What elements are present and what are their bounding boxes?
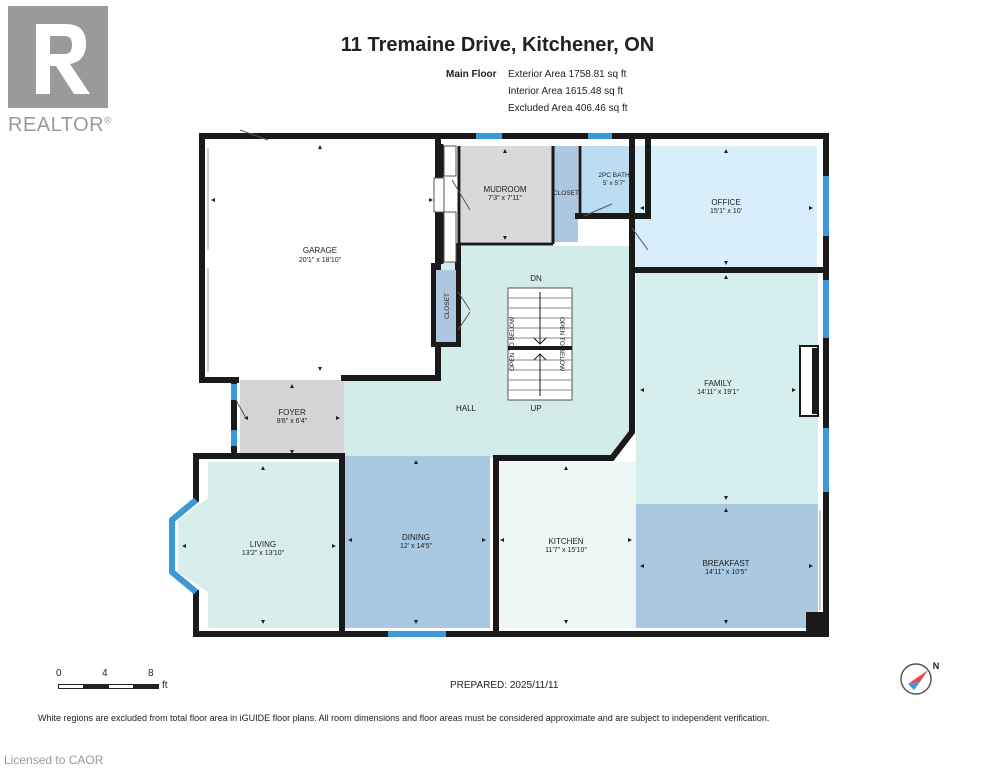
closet-mud-fill (553, 146, 578, 242)
garage-fill (206, 142, 438, 376)
office-label: OFFICE (711, 198, 740, 207)
garage-openings (207, 148, 821, 610)
family-dims: 14'11" x 19'1" (697, 389, 739, 396)
bath-dims: 5' x 5'7" (603, 180, 626, 187)
dining-label: DINING (402, 533, 430, 542)
bath-label: 2PC BATH (598, 172, 630, 179)
disclaimer-text: White regions are excluded from total fl… (38, 713, 770, 723)
family-label: FAMILY (704, 379, 733, 388)
fireplace-core (812, 348, 818, 414)
realtor-r-icon (8, 6, 108, 108)
living-dims: 13'2" x 13'10" (242, 550, 285, 557)
breakfast-fill (636, 504, 818, 628)
foyer-label: FOYER (278, 408, 306, 417)
scale-seg-3 (108, 684, 134, 689)
scale-seg-2 (83, 684, 109, 689)
page-title: 11 Tremaine Drive, Kitchener, ON (340, 34, 655, 56)
excluded-area: Excluded Area 406.46 sq ft (508, 103, 628, 114)
wall-corner-bl (806, 612, 828, 636)
staircase (507, 287, 573, 401)
interior-area: Interior Area 1615.48 sq ft (508, 86, 624, 97)
closet-block-2 (443, 211, 457, 263)
kitchen-label: KITCHEN (548, 537, 583, 546)
realtor-logo-text: REALTOR® (8, 114, 112, 136)
mudroom-fill (461, 146, 553, 242)
doors (235, 129, 649, 419)
breakfast-dims: 14'11" x 10'5" (705, 569, 747, 576)
office-fill (635, 146, 817, 268)
living-fill (178, 462, 340, 628)
licensed-text: Licensed to CAOR (4, 753, 104, 767)
dining-dims: 12' x 14'5" (400, 543, 433, 550)
kitchen-fill (495, 462, 636, 628)
breakfast-label: BREAKFAST (702, 559, 749, 568)
realtor-logo-mark (8, 6, 108, 108)
realtor-logo: REALTOR® (4, 6, 116, 136)
garage-label: GARAGE (303, 246, 337, 255)
mudroom-label: MUDROOM (483, 185, 526, 194)
hall-label: HALL (456, 404, 477, 413)
scale-tick-4: 4 (102, 668, 108, 679)
foyer-dims: 8'6" x 6'4" (277, 418, 308, 425)
living-label: LIVING (250, 540, 276, 549)
hall-closet (436, 270, 456, 342)
stairs-down-label: DN (530, 274, 542, 283)
stairs-up-label: UP (530, 404, 541, 413)
scale-seg-4 (133, 684, 159, 689)
family-fill (636, 272, 818, 504)
windows (169, 133, 829, 637)
garage-dims: 20'1" x 18'10" (299, 257, 342, 264)
scale-bar: 0 4 8 ft (52, 668, 182, 698)
scale-tick-0: 0 (56, 668, 62, 679)
open-below-left: OPEN TO BELOW (509, 316, 516, 371)
compass-north-label: N (933, 661, 940, 671)
garage-mud-door (433, 177, 445, 213)
foyer-fill (240, 380, 344, 458)
prepared-date: PREPARED: 2025/11/11 (450, 680, 559, 691)
scale-unit: ft (162, 680, 168, 691)
closet-mud-label: CLOSET (553, 190, 579, 197)
dimension-arrows (182, 145, 813, 624)
dining-fill (344, 456, 490, 628)
exterior-area: Exterior Area 1758.81 sq ft (508, 69, 627, 80)
mudroom-dims: 7'3" x 7'11" (488, 195, 522, 202)
closet-block-1 (443, 145, 457, 177)
open-below-right: OPEN TO BELOW (558, 317, 565, 372)
office-dims: 15'1" x 10' (710, 208, 742, 215)
compass-icon: N (898, 660, 942, 696)
scale-seg-1 (58, 684, 84, 689)
kitchen-dims: 11'7" x 15'10" (545, 547, 587, 554)
floor-label: Main Floor (446, 69, 497, 80)
scale-tick-8: 8 (148, 668, 154, 679)
closet-hall-label: CLOSET (444, 293, 451, 319)
